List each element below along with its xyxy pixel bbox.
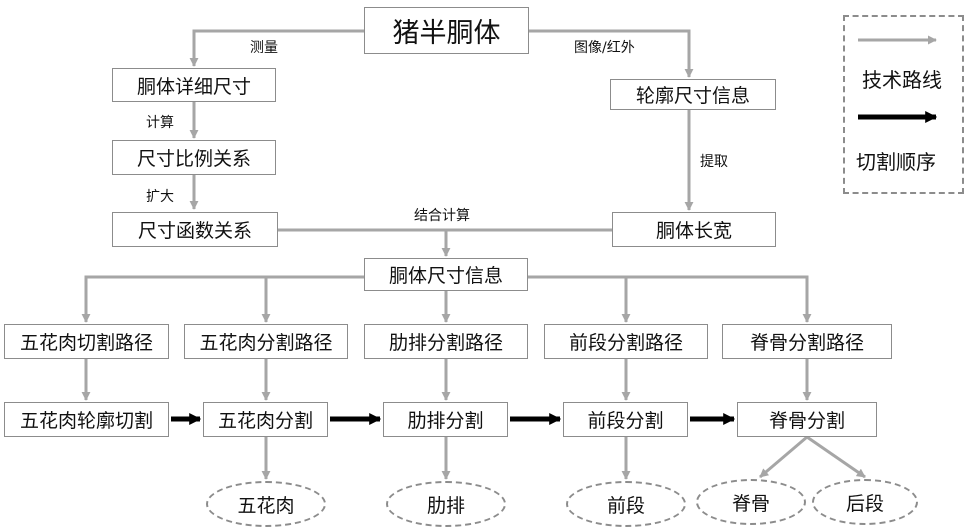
edge-carcass-to-contour-info [529, 29, 694, 78]
node-spine-split-path: 脊骨分割路径 [722, 324, 892, 359]
node-size-function: 尺寸函数关系 [112, 212, 278, 247]
node-size-ratio: 尺寸比例关系 [112, 140, 276, 175]
legend-box [843, 15, 964, 194]
node-contour-info: 轮廓尺寸信息 [610, 79, 776, 110]
edge-label-extract: 提取 [700, 154, 728, 170]
output-spine: 脊骨 [696, 479, 806, 525]
node-front-split-path: 前段分割路径 [544, 324, 708, 359]
output-rear: 后段 [812, 479, 918, 525]
node-carcass-size-info: 胴体尺寸信息 [364, 258, 528, 291]
node-length-width: 胴体长宽 [612, 212, 776, 247]
edge-carcass-to-detail-size [189, 29, 364, 67]
node-pork-belly-split: 五花肉分割 [203, 402, 328, 437]
node-rib-split-path: 肋排分割路径 [364, 324, 528, 359]
node-pork-belly-split-path: 五花肉分割路径 [184, 324, 348, 359]
node-pork-belly-contour-cut: 五花肉轮廓切割 [4, 402, 169, 437]
edge-label-image-infrared: 图像/红外 [574, 40, 635, 56]
node-pork-belly-cut-path: 五花肉切割路径 [4, 324, 169, 359]
node-rib-split: 肋排分割 [383, 402, 508, 437]
legend-label-technical-route: 技术路线 [862, 68, 942, 92]
node-carcass: 猪半胴体 [364, 7, 529, 54]
node-spine-split: 脊骨分割 [737, 402, 877, 437]
edge-label-measure: 测量 [250, 40, 278, 56]
output-pork-belly: 五花肉 [206, 481, 326, 527]
edge-label-combined-calc: 结合计算 [414, 208, 470, 224]
node-detail-size: 胴体详细尺寸 [112, 68, 276, 102]
node-front-split: 前段分割 [563, 402, 688, 437]
output-front: 前段 [566, 481, 686, 527]
edge-label-calculate: 计算 [146, 115, 174, 131]
legend-label-cutting-order: 切割顺序 [856, 150, 936, 174]
edge-label-expand: 扩大 [146, 189, 174, 205]
output-rib: 肋排 [386, 481, 506, 527]
